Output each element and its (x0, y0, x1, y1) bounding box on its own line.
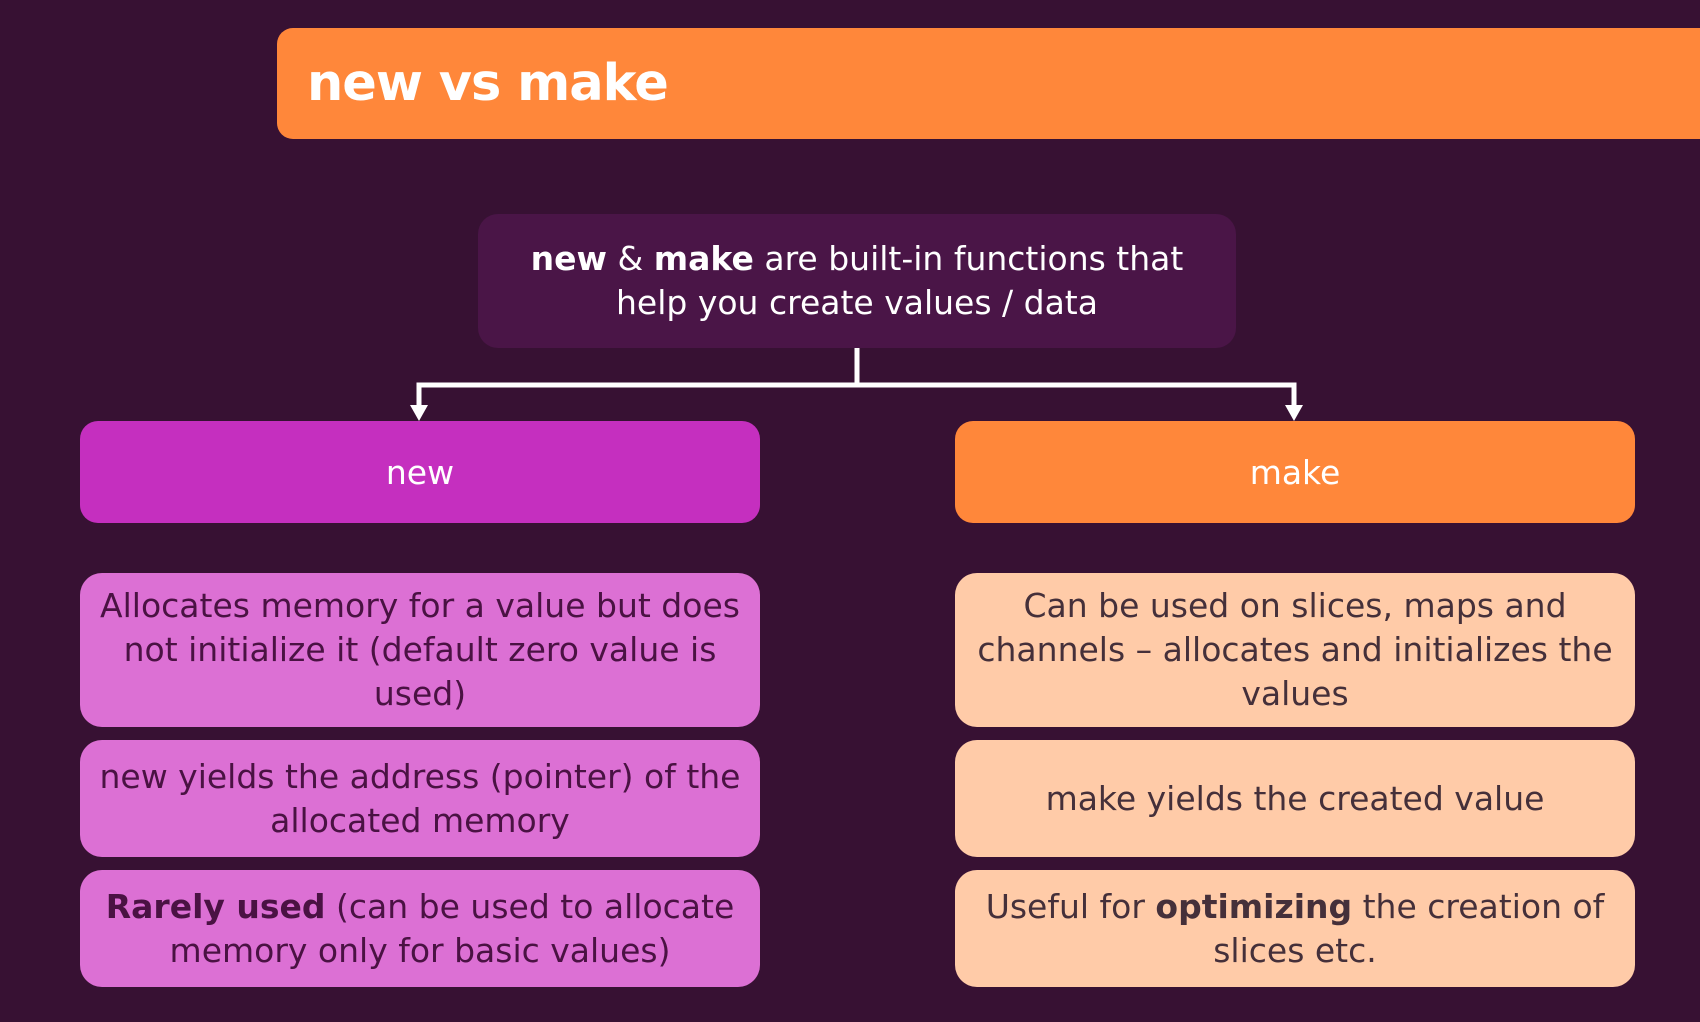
new-card-allocates: Allocates memory for a value but does no… (80, 573, 760, 727)
make-card-yields-text: make yields the created value (1045, 778, 1545, 818)
header-make: make (955, 421, 1635, 523)
intro-box: new & make are built-in functions that h… (478, 214, 1236, 348)
new-card-allocates-text: Allocates memory for a value but does no… (100, 586, 740, 713)
new-card-rarely-used-bold: Rarely used (105, 886, 326, 926)
make-card-yields: make yields the created value (955, 740, 1635, 857)
make-card-usage: Can be used on slices, maps and channels… (955, 573, 1635, 727)
intro-ampersand: & (607, 239, 654, 278)
new-card-rarely-used-text: Rarely used (can be used to allocate mem… (98, 885, 742, 973)
make-card-optimizing-bold: optimizing (1155, 886, 1353, 926)
header-make-label: make (1249, 452, 1341, 492)
new-card-rarely-used-rest: (can be used to allocate memory only for… (169, 886, 745, 970)
intro-keyword-new: new (530, 239, 608, 278)
new-card-yields: new yields the address (pointer) of the … (80, 740, 760, 857)
arrow-head-right-icon (1285, 405, 1303, 421)
make-card-usage-text: Can be used on slices, maps and channels… (977, 586, 1613, 713)
intro-text-rest: are built-in functions that (753, 239, 1184, 278)
make-card-optimizing-rest: the creation of slices etc. (1213, 886, 1615, 970)
page-title: new vs make (307, 54, 669, 113)
title-bar: new vs make (277, 28, 1700, 139)
intro-line-1: new & make are built-in functions that (531, 237, 1184, 281)
new-card-yields-text: new yields the address (pointer) of the … (99, 756, 741, 840)
make-card-optimizing-pre: Useful for (985, 886, 1156, 926)
connector-line-left (416, 348, 860, 408)
make-card-optimizing: Useful for optimizing the creation of sl… (955, 870, 1635, 987)
header-new-label: new (385, 452, 455, 492)
intro-keyword-make: make (653, 239, 754, 278)
arrow-head-left-icon (410, 405, 428, 421)
make-card-optimizing-text: Useful for optimizing the creation of sl… (973, 885, 1617, 973)
new-card-rarely-used: Rarely used (can be used to allocate mem… (80, 870, 760, 987)
connector-line-right (857, 382, 1297, 408)
intro-line-2: help you create values / data (616, 283, 1098, 322)
header-new: new (80, 421, 760, 523)
